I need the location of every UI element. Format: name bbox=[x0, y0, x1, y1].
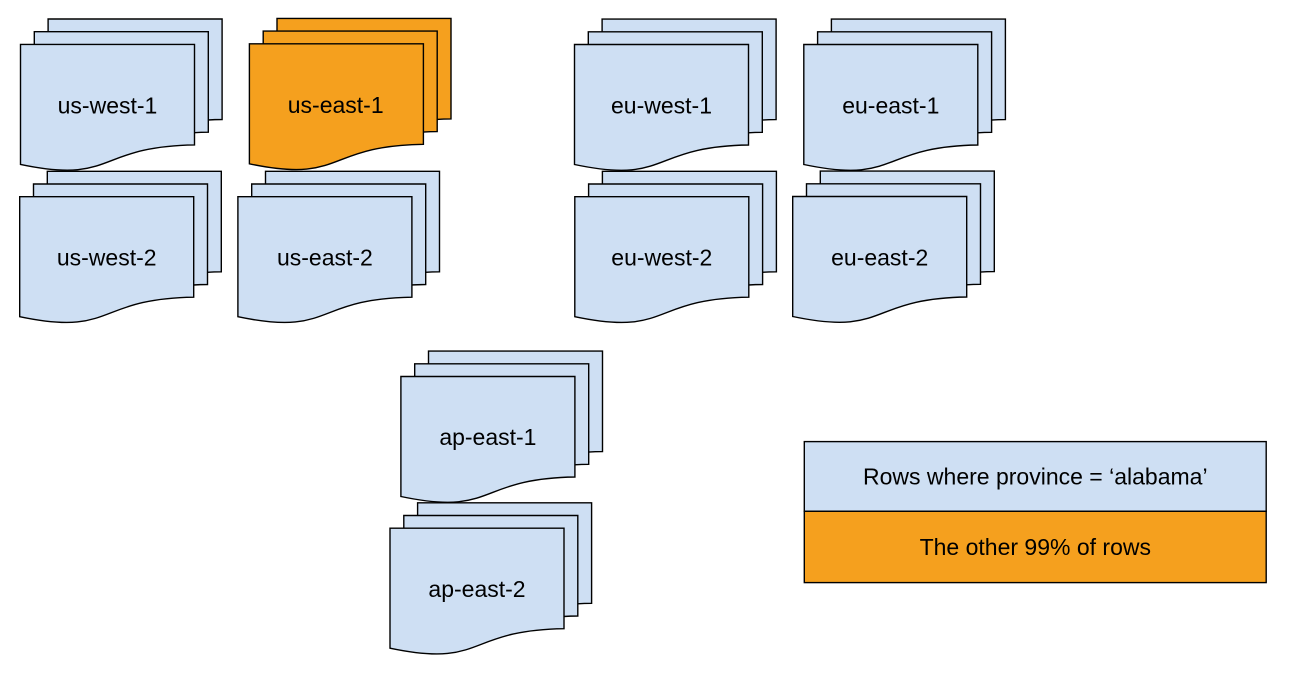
svg-text:ap-east-1: ap-east-1 bbox=[439, 424, 536, 450]
svg-text:Rows where province = ‘alabama: Rows where province = ‘alabama’ bbox=[863, 463, 1208, 489]
svg-text:ap-east-2: ap-east-2 bbox=[428, 576, 525, 602]
svg-text:eu-west-1: eu-west-1 bbox=[611, 93, 712, 119]
svg-text:The other 99% of rows: The other 99% of rows bbox=[920, 534, 1151, 560]
svg-text:us-east-1: us-east-1 bbox=[288, 92, 384, 118]
svg-text:eu-west-2: eu-west-2 bbox=[611, 245, 712, 271]
svg-text:us-east-2: us-east-2 bbox=[277, 245, 373, 271]
svg-text:us-west-2: us-west-2 bbox=[57, 245, 157, 271]
svg-text:eu-east-2: eu-east-2 bbox=[831, 245, 928, 271]
svg-text:us-west-1: us-west-1 bbox=[58, 92, 158, 118]
svg-text:eu-east-1: eu-east-1 bbox=[842, 93, 939, 119]
